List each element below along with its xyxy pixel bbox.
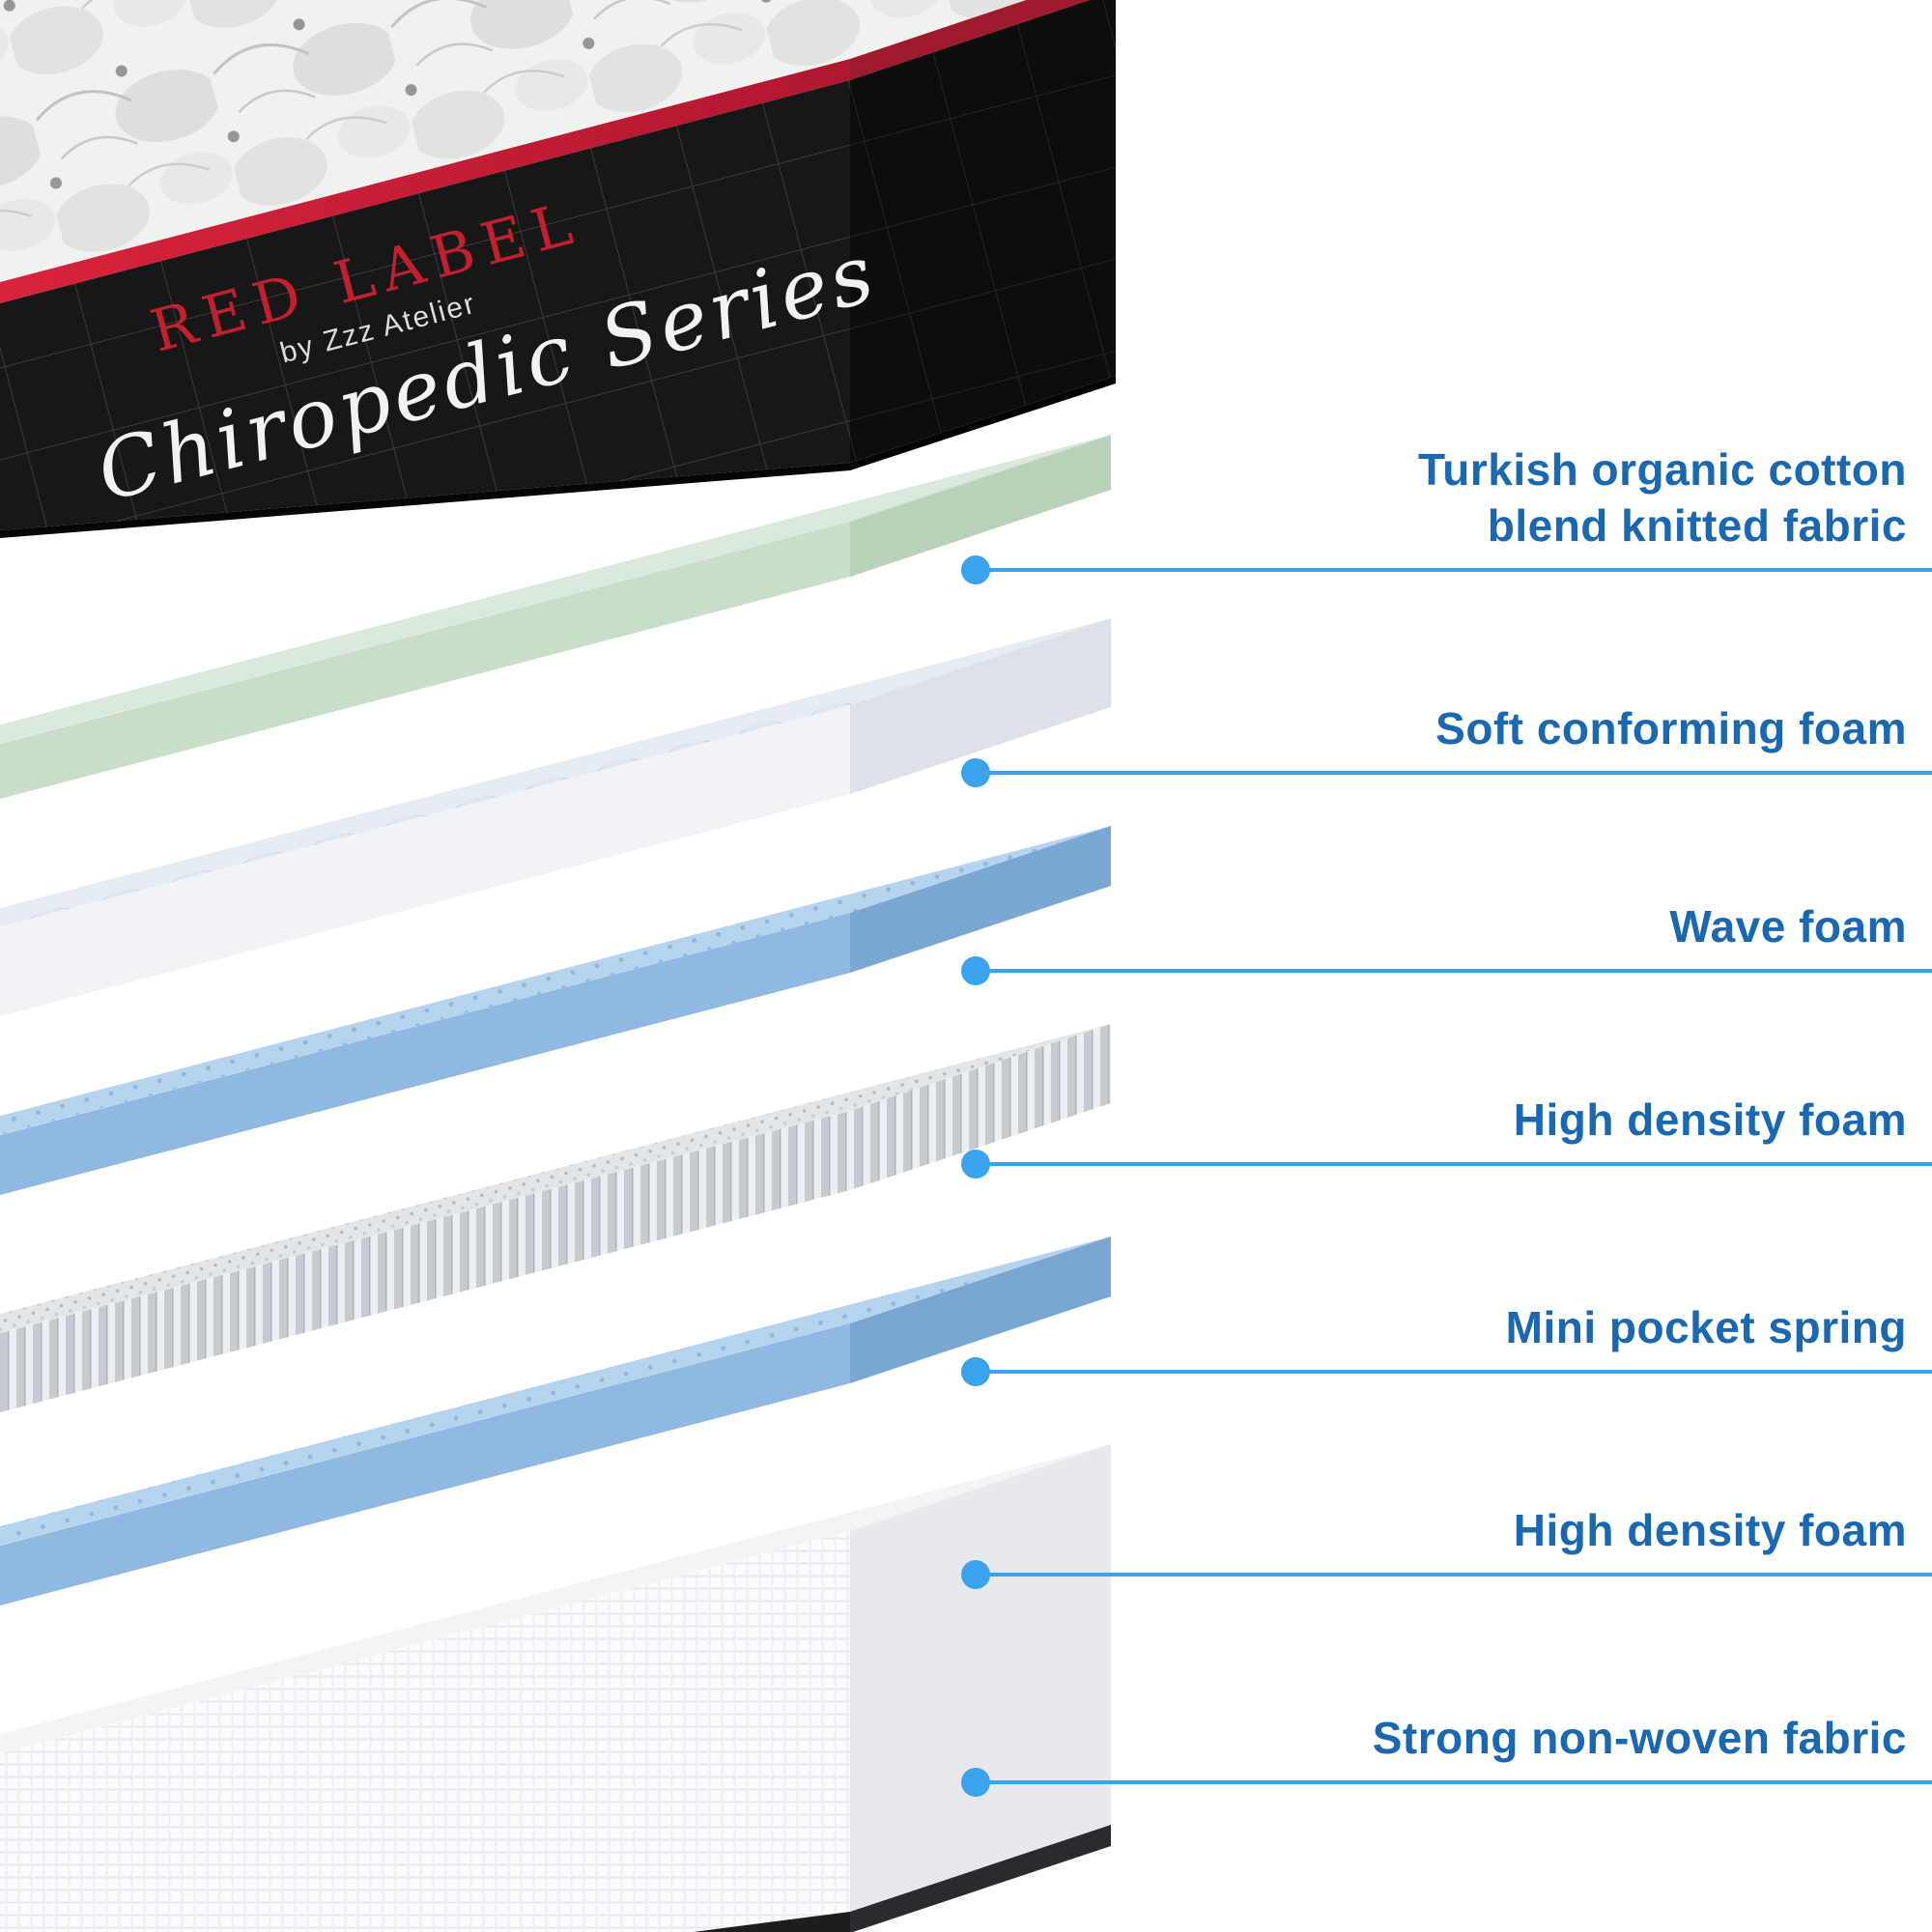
layer-non-woven-base [0,1444,1111,1932]
soft-foam-side [850,435,1111,577]
hd-foam-1-top-texture [0,826,1111,1135]
base-top [0,1444,1111,1753]
soft-foam-front [0,522,850,799]
layer-pocket-spring [0,1024,1111,1412]
mattress-red-trim-front [0,59,850,303]
hd-foam-2-top-texture [0,1236,1111,1546]
mattress-front-face [0,80,850,530]
mattress-side-face [850,0,1116,463]
pocket-spring-front [0,1111,850,1412]
layer-wave-foam [0,618,1111,1016]
wave-foam-side [850,618,1111,794]
soft-foam-top [0,435,1111,744]
mattress-base-edge-side [850,376,1116,470]
mattress-block: RED LABEL by Zzz Atelier Chiropedic Seri… [0,0,1116,538]
wave-foam-front [0,705,850,1016]
layer-soft-foam [0,435,1111,799]
pocket-spring-top [0,1024,1111,1333]
layer-high-density-foam-1 [0,826,1111,1195]
wave-foam-top [0,618,1111,927]
base-side [850,1444,1111,1912]
mattress-base-edge [0,463,850,538]
base-dark-edge-side [850,1825,1111,1932]
pocket-spring-side [850,1024,1111,1190]
layer-high-density-foam-2 [0,1236,1111,1605]
base-front [0,1531,850,1932]
base-dark-edge-front [693,1912,850,1932]
hd-foam-1-front [0,913,850,1195]
hd-foam-2-side [850,1236,1111,1383]
hd-foam-2-front [0,1323,850,1605]
hd-foam-1-side [850,826,1111,973]
